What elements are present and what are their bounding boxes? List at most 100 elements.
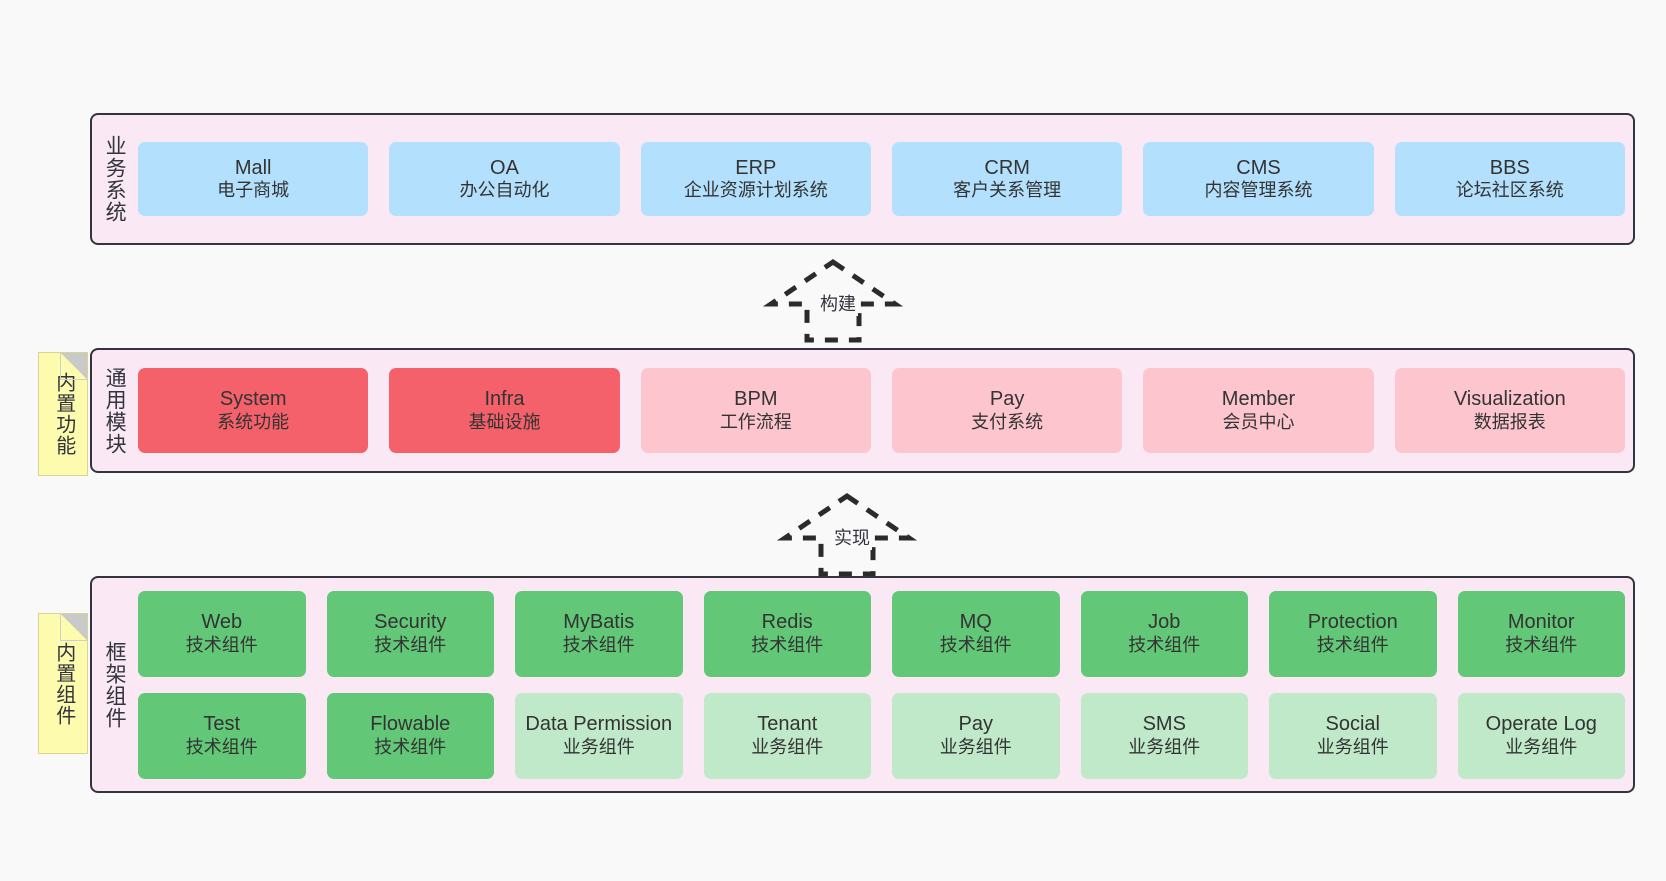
component-card-subtitle: 电子商城 xyxy=(217,180,290,201)
component-card-name: BPM xyxy=(734,388,778,411)
component-card-subtitle: 工作流程 xyxy=(719,411,792,432)
component-card-name: Pay xyxy=(958,713,993,736)
component-card-name: Operate Log xyxy=(1485,713,1597,736)
component-card-name: Member xyxy=(1221,388,1296,411)
component-card-name: ERP xyxy=(735,156,777,179)
component-card-name: CMS xyxy=(1236,156,1281,179)
component-card-name: System xyxy=(219,388,287,411)
component-card-subtitle: 技术组件 xyxy=(374,634,447,655)
component-card-subtitle: 办公自动化 xyxy=(459,180,550,201)
component-card-subtitle: 内容管理系统 xyxy=(1204,180,1313,201)
component-card-subtitle: 技术组件 xyxy=(185,736,258,757)
component-card-name: Security xyxy=(374,611,447,634)
component-card-name: Web xyxy=(201,611,243,634)
component-card-name: Mall xyxy=(234,156,272,179)
arrow-implement-label: 实现 xyxy=(832,524,872,550)
component-card-name: Protection xyxy=(1307,611,1398,634)
component-card-name: Social xyxy=(1325,713,1380,736)
component-card-name: Pay xyxy=(989,388,1025,411)
component-card-name: Tenant xyxy=(757,713,818,736)
dashed-hollow-arrow-icon xyxy=(762,258,904,343)
component-card-subtitle: 业务组件 xyxy=(751,736,824,757)
component-card-name: Infra xyxy=(484,388,525,411)
component-card-name: Job xyxy=(1148,611,1181,634)
component-card-name: SMS xyxy=(1142,713,1186,736)
arrow-implement: 实现 xyxy=(772,492,922,577)
layer-title-modules: 通用模块 xyxy=(103,366,127,455)
component-card-name: Flowable xyxy=(370,713,451,736)
component-card-subtitle: 客户关系管理 xyxy=(953,180,1062,201)
component-card-subtitle: 技术组件 xyxy=(1128,634,1201,655)
component-card-subtitle: 技术组件 xyxy=(185,634,258,655)
component-card-subtitle: 数据报表 xyxy=(1473,411,1546,432)
component-card-subtitle: 论坛社区系统 xyxy=(1455,180,1564,201)
component-card-subtitle: 基础设施 xyxy=(468,411,541,432)
component-card-name: Data Permission xyxy=(525,713,673,736)
layer-title-framework: 框架组件 xyxy=(103,640,127,729)
component-card-name: Test xyxy=(203,713,241,736)
sticky-note-builtin-components: 内置组件 xyxy=(38,613,88,754)
component-card-subtitle: 系统功能 xyxy=(217,411,290,432)
component-card-name: Redis xyxy=(761,611,813,634)
component-card-subtitle: 业务组件 xyxy=(1505,736,1578,757)
component-card-name: MyBatis xyxy=(563,611,635,634)
component-card-subtitle: 支付系统 xyxy=(971,411,1044,432)
sticky-note-builtin-functions: 内置功能 xyxy=(38,352,88,476)
component-card-subtitle: 业务组件 xyxy=(1128,736,1201,757)
arrow-build-label: 构建 xyxy=(818,290,858,316)
component-card-name: CRM xyxy=(984,156,1030,179)
component-card-subtitle: 技术组件 xyxy=(1316,634,1389,655)
arrow-build: 构建 xyxy=(758,258,908,343)
component-card-name: Monitor xyxy=(1507,611,1575,634)
component-card-subtitle: 技术组件 xyxy=(1505,634,1578,655)
component-card-name: MQ xyxy=(959,611,992,634)
component-card-subtitle: 业务组件 xyxy=(562,736,635,757)
component-card-subtitle: 企业资源计划系统 xyxy=(683,180,828,201)
component-card-subtitle: 会员中心 xyxy=(1222,411,1295,432)
component-card-name: Visualization xyxy=(1453,388,1566,411)
component-card-name: OA xyxy=(490,156,519,179)
component-card-subtitle: 技术组件 xyxy=(939,634,1012,655)
component-card-subtitle: 业务组件 xyxy=(939,736,1012,757)
component-card-subtitle: 技术组件 xyxy=(374,736,447,757)
component-card-subtitle: 业务组件 xyxy=(1316,736,1389,757)
